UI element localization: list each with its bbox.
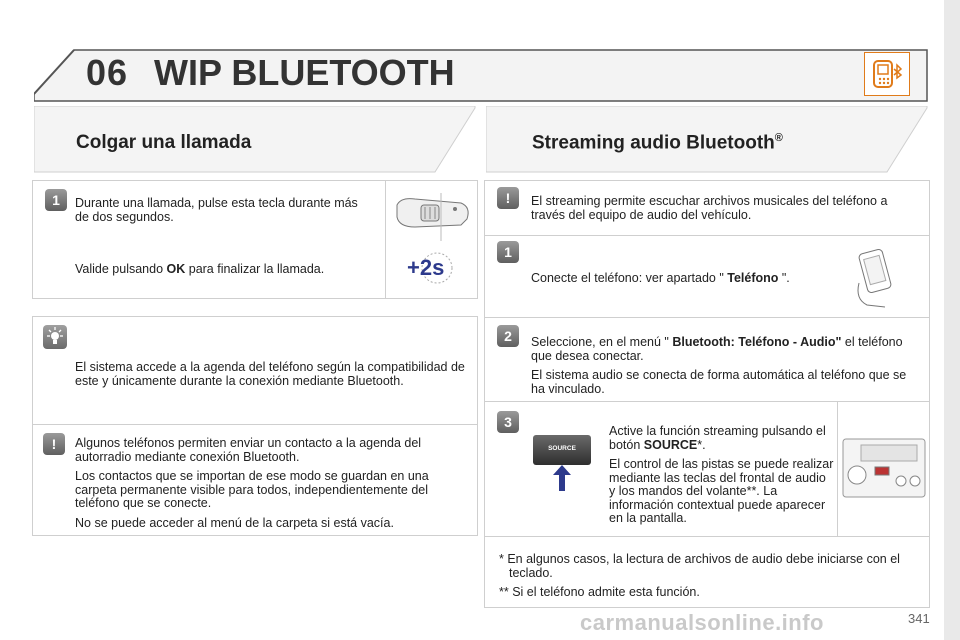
divider — [485, 536, 929, 537]
step2-paragraph-1: Seleccione, en el menú " Bluetooth: Telé… — [531, 335, 921, 363]
warning-paragraph-3: No se puede acceder al menú de la carpet… — [75, 515, 394, 530]
divider — [385, 181, 386, 298]
step1-suffix: ". — [778, 271, 790, 285]
confirm-prefix: Valide pulsando — [75, 262, 167, 276]
page-title: WIP BLUETOOTH — [154, 52, 455, 93]
warning-icon: ! — [43, 433, 65, 455]
warning-icon: ! — [497, 187, 519, 209]
divider — [485, 317, 929, 318]
step-number-badge: 3 — [497, 411, 519, 433]
arrow-up-icon — [553, 465, 571, 491]
step3-paragraph-2: El control de las pistas se puede realiz… — [609, 457, 834, 525]
step2-prefix: Seleccione, en el menú " — [531, 335, 673, 349]
activate-streaming-text: Active la función streaming pulsando el … — [609, 424, 835, 532]
steering-control-stalk-icon — [396, 193, 469, 241]
step-number-badge: 2 — [497, 325, 519, 347]
step3-paragraph-1: Active la función streaming pulsando el … — [609, 424, 835, 452]
smartphone-icon — [857, 248, 892, 308]
source-button-label: SOURCE — [548, 445, 576, 452]
page-number: 341 — [908, 611, 930, 626]
side-tab — [944, 0, 960, 640]
tip-text: El sistema accede a la agenda del teléfo… — [75, 360, 465, 388]
warning-text: Algunos teléfonos permiten enviar un con… — [75, 436, 467, 536]
warning-paragraph-2: Los contactos que se importan de ese mod… — [75, 469, 429, 510]
telefono-label: Teléfono — [727, 271, 779, 285]
lightbulb-icon — [43, 325, 67, 349]
source-key-label: SOURCE — [643, 437, 698, 452]
streaming-box: ! El streaming permite escuchar archivos… — [484, 180, 930, 608]
divider — [837, 402, 838, 536]
tip-box: El sistema accede a la agenda del teléfo… — [32, 316, 478, 426]
connect-phone-text: Conecte el teléfono: ver apartado " Telé… — [531, 271, 831, 286]
header-frame — [34, 49, 928, 102]
registered-mark: ® — [774, 132, 783, 144]
hangup-instruction: Durante una llamada, pulse esta tecla du… — [75, 196, 358, 224]
chapter-header: 06 WIP BLUETOOTH — [34, 44, 928, 102]
phone-bluetooth-icon — [864, 52, 910, 96]
step1-prefix: Conecte el teléfono: ver apartado " — [531, 271, 728, 285]
chapter-number: 06 — [86, 52, 129, 93]
warning-box: ! Algunos teléfonos permiten enviar un c… — [32, 424, 478, 536]
right-section-title: Streaming audio Bluetooth® — [532, 132, 783, 154]
step-number-badge: 1 — [497, 241, 519, 263]
source-button-icon: SOURCE — [533, 435, 591, 465]
divider — [485, 401, 929, 402]
menu-path-label: Bluetooth: Teléfono - Audio" — [672, 335, 842, 349]
ok-key-label: OK — [166, 262, 186, 276]
two-second-label: +2s — [407, 255, 445, 280]
step3-prefix: Active la función streaming pulsando el … — [609, 424, 826, 452]
step2-paragraph-2: El sistema audio se conecta de forma aut… — [531, 368, 907, 396]
warning-paragraph-1: Algunos teléfonos permiten enviar un con… — [75, 436, 422, 464]
audio-unit-icon — [842, 438, 926, 498]
step-number-badge: 1 — [45, 189, 67, 211]
select-phone-text: Seleccione, en el menú " Bluetooth: Telé… — [531, 335, 921, 402]
streaming-intro: El streaming permite escuchar archivos m… — [531, 194, 888, 222]
watermark: carmanualsonline.info — [580, 610, 824, 635]
footnotes: * En algunos casos, la lectura de archiv… — [499, 552, 919, 606]
confirm-suffix: para finalizar la llamada. — [185, 262, 325, 276]
hangup-confirm: Valide pulsando OK para finalizar la lla… — [75, 262, 375, 277]
step3-suffix: *. — [697, 437, 706, 452]
left-section-header: Colgar una llamada — [34, 106, 476, 174]
right-section-header: Streaming audio Bluetooth® — [486, 106, 928, 174]
two-second-badge: +2s — [405, 251, 455, 285]
divider — [485, 235, 929, 236]
hangup-step-box: 1 Durante una llamada, pulse esta tecla … — [32, 180, 478, 299]
right-section-title-text: Streaming audio Bluetooth — [532, 132, 775, 154]
step2-suffix: el teléfono que desea conectar. — [531, 335, 903, 363]
left-section-title: Colgar una llamada — [76, 132, 252, 153]
footnote-1: * En algunos casos, la lectura de archiv… — [499, 552, 900, 580]
footnote-2: ** Si el teléfono admite esta función. — [499, 585, 700, 599]
